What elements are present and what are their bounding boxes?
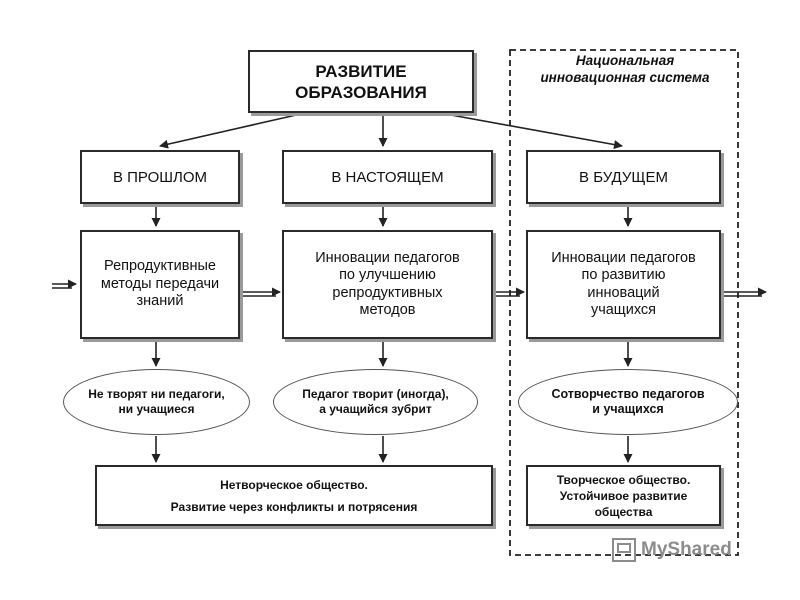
oval-future-line: и учащихся: [592, 402, 664, 416]
root-line1: РАЗВИТИЕ: [315, 61, 407, 81]
methods-present-line: методов: [359, 302, 416, 318]
nis-line2: инновационная система: [540, 70, 710, 85]
nis-frame: [509, 49, 739, 556]
society-noncreative-line2: Развитие через конфликты и потрясения: [170, 499, 418, 514]
society-creative-line: Устойчивое развитие: [559, 488, 688, 503]
oval-past: Не творят ни педагоги,ни учащиеся: [63, 369, 250, 435]
header-future-label: В БУДУЩЕМ: [579, 168, 668, 186]
methods-future-line: по развитию: [581, 267, 666, 283]
arrow-root-past: [159, 112, 306, 149]
methods-past-line: Репродуктивные: [104, 258, 216, 275]
watermark: MyShared: [612, 538, 732, 562]
root-line2: ОБРАЗОВАНИЯ: [295, 82, 427, 102]
header-past: В ПРОШЛОМ: [80, 150, 240, 204]
header-future: В БУДУЩЕМ: [526, 150, 721, 204]
methods-past-line: методы передачи: [100, 275, 220, 292]
society-noncreative: Нетворческое общество. Развитие через ко…: [95, 465, 493, 526]
arrow-past-present: [240, 287, 281, 297]
arrow-out-right: [722, 287, 767, 297]
arrow-in-left: [52, 279, 77, 289]
methods-present-line: репродуктивных: [332, 284, 443, 301]
society-creative-line: общества: [594, 504, 653, 519]
society-noncreative-line1: Нетворческое общество.: [220, 477, 368, 492]
presentation-icon: [612, 538, 636, 562]
oval-present: Педагог творит (иногда),а учащийся зубри…: [273, 369, 478, 435]
oval-past-line: ни учащиеся: [118, 402, 195, 416]
oval-past-line: Не творят ни педагоги,: [88, 387, 225, 401]
methods-present-line: по улучшению: [339, 267, 436, 283]
arrow-root-future: [439, 112, 623, 150]
methods-future-line: Инновации педагогов: [551, 249, 696, 266]
oval-present-line: а учащийся зубрит: [319, 402, 432, 416]
methods-past-line: знаний: [136, 293, 184, 310]
header-past-label: В ПРОШЛОМ: [112, 168, 208, 186]
header-present-label: В НАСТОЯЩЕМ: [331, 168, 444, 186]
society-creative: Творческое общество. Устойчивое развитие…: [526, 465, 721, 526]
society-creative-line: Творческое общество.: [556, 472, 691, 487]
oval-present-line: Педагог творит (иногда),: [302, 387, 449, 401]
methods-present-line: Инновации педагогов: [315, 249, 460, 266]
header-present: В НАСТОЯЩЕМ: [282, 150, 493, 204]
nis-label: Национальная инновационная система: [512, 52, 738, 86]
methods-future-line: инноваций: [587, 284, 660, 301]
watermark-text: MyShared: [641, 539, 732, 560]
arrow-present-future: [494, 287, 525, 297]
nis-line1: Национальная: [575, 53, 675, 68]
methods-future-line: учащихся: [590, 302, 657, 318]
oval-future-line: Сотворчество педагогов: [551, 387, 705, 401]
